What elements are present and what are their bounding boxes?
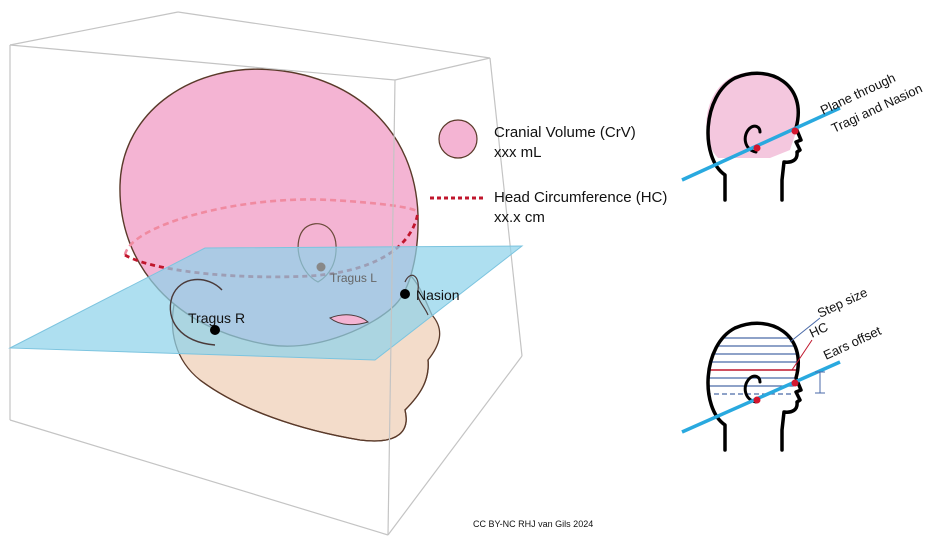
slice-head-outline <box>706 321 803 452</box>
slice-head-tragus-dot <box>753 396 761 404</box>
slice-head-nasion-dot <box>791 379 799 387</box>
jaw-outline <box>199 359 429 442</box>
slice-head-plane-line <box>681 360 841 434</box>
credit-text: CC BY-NC RHJ van Gils 2024 <box>473 519 593 529</box>
small-head-outline <box>706 71 803 202</box>
nasion-label: Nasion <box>416 287 460 303</box>
hc-legend-title: Head Circumference (HC) <box>494 189 667 206</box>
tragus-r-label: Tragus R <box>188 310 245 326</box>
nose-profile <box>404 274 429 316</box>
small-head-tragus-dot <box>753 144 761 152</box>
plane-head-illustration <box>681 71 841 202</box>
hc-legend-value: xx.x cm <box>494 209 545 226</box>
slice-head-illustration <box>681 317 841 452</box>
bounding-box-back <box>9 11 523 420</box>
nasion-point <box>400 289 410 299</box>
hc-ellipse-back <box>123 198 420 256</box>
volume-legend-value: xxx mL <box>494 144 542 161</box>
volume-legend-title: Cranial Volume (CrV) <box>494 124 636 141</box>
cheek-contour <box>329 314 370 326</box>
tragi-nasion-plane <box>8 245 524 361</box>
tragus-r-point <box>210 325 220 335</box>
tragus-l-label: Tragus L <box>330 271 377 285</box>
step-size-leader <box>789 317 821 343</box>
small-head-plane-line <box>681 106 841 182</box>
tragus-l-point <box>316 262 326 272</box>
slice-head-ear <box>743 374 762 404</box>
small-head-nasion-dot <box>791 127 799 135</box>
step-size-label: Step size <box>815 285 870 321</box>
small-head-ear <box>743 124 762 154</box>
hc-ellipse-front <box>124 211 420 279</box>
volume-legend-swatch <box>438 119 478 159</box>
near-ear <box>169 278 223 346</box>
bounding-box-front <box>9 44 523 536</box>
hc-short-label: HC <box>807 319 830 341</box>
hc-leader <box>791 339 813 371</box>
ears-offset-label: Ears offset <box>821 323 884 363</box>
small-head-cranium <box>706 71 799 158</box>
